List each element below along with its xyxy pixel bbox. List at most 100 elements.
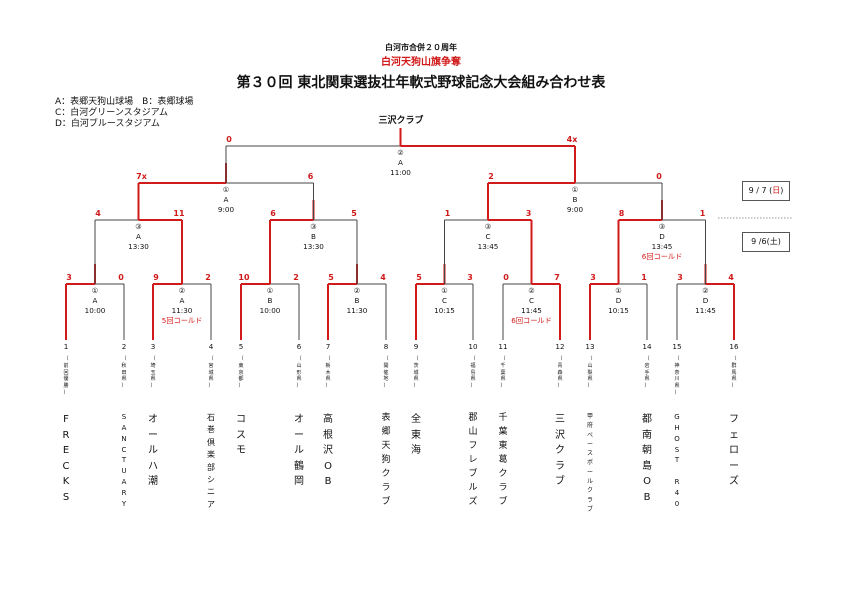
score-r1f-right: 7 (554, 273, 560, 282)
team-number: 5 (238, 342, 244, 351)
match-time-r1c: 10:00 (259, 306, 281, 315)
team-number: 11 (498, 342, 508, 351)
match-venue-r2a: A (136, 232, 141, 241)
team-number: 14 (642, 342, 652, 351)
date-day1-weekday: 日 (772, 186, 781, 195)
score-r1h-right: 4 (728, 273, 734, 282)
match-time-r1g: 10:15 (608, 306, 629, 315)
score-r2d-right: 1 (699, 209, 706, 218)
team-name: 甲府ベースボールクラブ (586, 413, 593, 513)
venue-legend-line-1: A：表郷天狗山球場 B：表郷球場 (55, 97, 194, 107)
team-prefecture: （青森県） (557, 356, 563, 390)
score-r1e-left: 5 (416, 273, 422, 282)
match-seq-r1f: ② (528, 286, 535, 295)
match-time-r3a: 9:00 (217, 205, 235, 214)
team-prefecture: （岩手県） (644, 356, 650, 390)
score-r1e-right: 3 (467, 273, 473, 282)
score-r1b-left: 9 (153, 273, 159, 282)
team-name: 三沢クラブ (555, 414, 565, 487)
score-r3b-left: 2 (488, 172, 494, 181)
team-number: 7 (325, 342, 331, 351)
score-r1a-left: 3 (66, 273, 72, 282)
team-name: オールハ潮 (148, 414, 158, 487)
called-game-note-r2d: 6回コールド (641, 252, 683, 261)
team-prefecture: （山梨県） (587, 356, 593, 390)
team-number: 12 (555, 342, 565, 351)
team-name: オール鶴岡 (294, 414, 304, 487)
team-prefecture: （神奈川県） (674, 356, 680, 396)
match-seq-r1g: ① (615, 286, 622, 295)
team-number: 4 (208, 342, 214, 351)
match-time-r1f: 11:45 (521, 306, 542, 315)
score-r1h-left: 3 (677, 273, 683, 282)
match-seq-r2b: ③ (310, 222, 317, 231)
team-prefecture: （前回優勝） (63, 356, 69, 396)
team-prefecture: （東京都） (238, 356, 244, 390)
score-r2c-right: 3 (525, 209, 532, 218)
score-r2c-left: 1 (444, 209, 451, 218)
match-seq-r2a: ③ (135, 222, 142, 231)
team-prefecture: （埼玉県） (150, 356, 156, 390)
score-r1c-right: 2 (293, 273, 299, 282)
match-time-fin: 11:00 (390, 168, 411, 177)
score-r2b-left: 6 (270, 209, 276, 218)
header-sub-title: 白河天狗山旗争奪 (381, 57, 461, 68)
match-seq-r2c: ③ (484, 222, 492, 231)
score-r1c-left: 10 (238, 273, 250, 282)
score-fin-left: 0 (226, 135, 232, 144)
score-r1a-right: 0 (118, 273, 124, 282)
score-fin-right: 4x (566, 135, 578, 144)
team-name: フェローズ (729, 414, 739, 487)
team-number: 10 (468, 342, 478, 351)
match-venue-r1a: A (92, 296, 98, 305)
match-seq-r1a: ① (91, 286, 99, 295)
match-time-r2a: 13:30 (128, 242, 149, 251)
match-time-r1b: 11:30 (171, 306, 193, 315)
team-number: 2 (121, 342, 127, 351)
match-seq-r1h: ② (702, 286, 709, 295)
match-seq-fin: ② (397, 148, 404, 157)
score-r1g-left: 3 (590, 273, 596, 282)
match-venue-r1c: B (267, 296, 273, 305)
team-name: 石巻倶楽部シニア (207, 413, 215, 509)
called-game-note-r1b: 5回コールド (161, 316, 203, 325)
score-r1d-right: 4 (380, 273, 386, 282)
match-time-r1a: 10:00 (84, 306, 106, 315)
score-r2b-right: 5 (351, 209, 357, 218)
team-prefecture: （開催地） (383, 356, 389, 390)
score-r3b-right: 0 (656, 172, 662, 181)
match-venue-r2d: D (659, 232, 665, 241)
date-label-day2: 9 /6(土) (742, 232, 790, 252)
score-r1b-right: 2 (205, 273, 211, 282)
date-day1-prefix: 9 / 7 ( (748, 186, 773, 195)
venue-legend-line-2: C：白河グリーンスタジアム (55, 108, 169, 118)
team-number: 13 (585, 342, 595, 351)
match-venue-r1b: A (179, 296, 185, 305)
match-venue-r1e: C (441, 296, 448, 305)
match-seq-r1d: ② (353, 286, 361, 295)
match-time-r2b: 13:30 (303, 242, 324, 251)
match-time-r3b: 9:00 (566, 205, 584, 214)
team-prefecture: （福島県） (470, 356, 476, 390)
venue-legend-line-3: D：白河ブルースタジアム (55, 119, 160, 129)
match-venue-r1g: D (615, 296, 622, 305)
team-prefecture: （秋田県） (121, 356, 127, 390)
called-game-note-r1f: 6回コールド (511, 316, 552, 325)
team-number: 16 (729, 342, 739, 351)
team-number: 8 (383, 342, 389, 351)
match-venue-r2c: C (485, 232, 491, 241)
match-venue-r3b: B (572, 195, 578, 204)
score-r1g-right: 1 (641, 273, 647, 282)
match-seq-r3a: ① (222, 185, 230, 194)
match-time-r2c: 13:45 (477, 242, 499, 251)
team-prefecture: （栃木県） (325, 356, 331, 390)
team-prefecture: （宮城県） (208, 356, 214, 390)
match-seq-r1e: ① (441, 286, 448, 295)
date-label-day1: 9 / 7 (日) (742, 181, 790, 201)
header-super-title: 白河市合併２０周年 (385, 43, 457, 52)
champion-name: 三沢クラブ (378, 116, 424, 126)
